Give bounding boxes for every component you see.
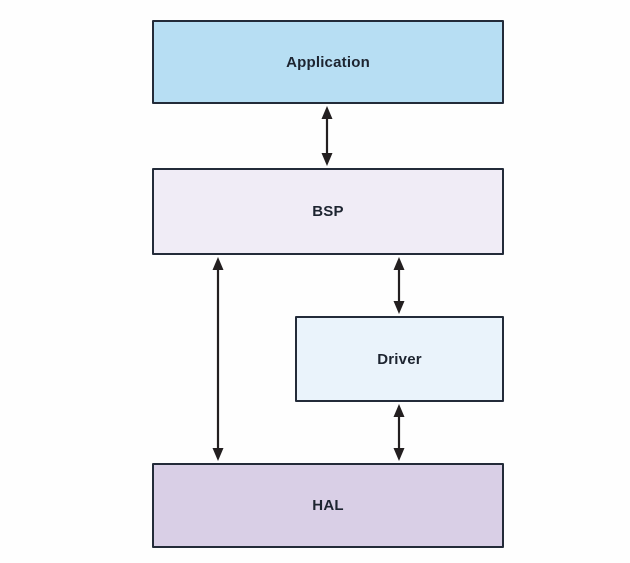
- node-application: Application: [152, 20, 504, 104]
- node-driver: Driver: [295, 316, 504, 402]
- arrow-bsp-driver: [393, 257, 405, 314]
- node-bsp: BSP: [152, 168, 504, 255]
- arrow-bsp-hal: [212, 257, 224, 461]
- arrow-driver-hal: [393, 404, 405, 461]
- node-hal: HAL: [152, 463, 504, 548]
- arrow-application-bsp: [321, 106, 333, 166]
